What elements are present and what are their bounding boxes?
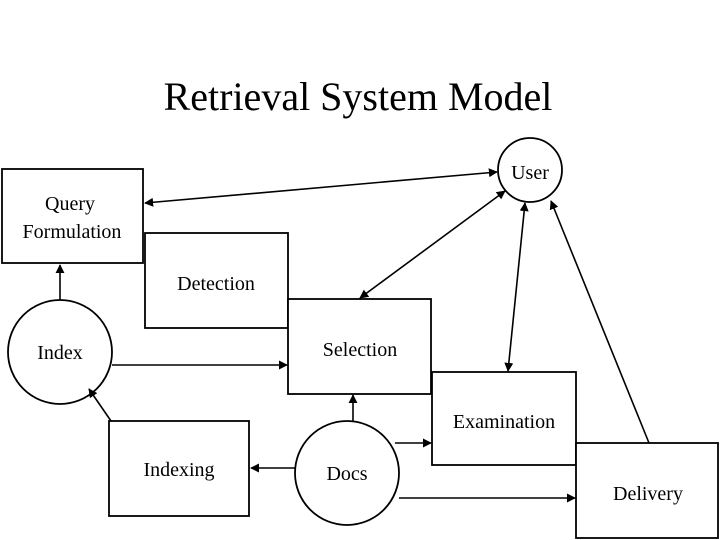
edge-delivery-user	[549, 200, 650, 444]
detection-label: Detection	[177, 273, 255, 295]
node-examination: Examination	[431, 371, 577, 466]
node-indexing: Indexing	[108, 420, 250, 517]
query-formulation-label-line2: Formulation	[23, 221, 122, 243]
edge-user-selection	[359, 190, 506, 299]
edge-user-examination	[504, 202, 529, 372]
node-index: Index	[7, 299, 113, 405]
node-selection: Selection	[287, 298, 432, 395]
node-delivery: Delivery	[575, 442, 719, 539]
edge-user-query-formulation	[144, 168, 498, 207]
query-formulation-label-line1: Query	[45, 193, 95, 215]
node-docs: Docs	[294, 420, 400, 526]
node-user: User	[497, 137, 563, 203]
selection-label: Selection	[323, 339, 397, 361]
index-label: Index	[37, 342, 83, 364]
docs-label: Docs	[326, 463, 367, 485]
diagram-title: Retrieval System Model	[164, 74, 553, 119]
delivery-label: Delivery	[613, 483, 683, 505]
node-detection: Detection	[144, 232, 289, 329]
examination-label: Examination	[453, 411, 555, 433]
indexing-label: Indexing	[143, 459, 214, 481]
edge-indexing-index	[88, 388, 112, 422]
node-query-formulation: Query Formulation	[1, 168, 144, 264]
user-label: User	[511, 162, 549, 184]
